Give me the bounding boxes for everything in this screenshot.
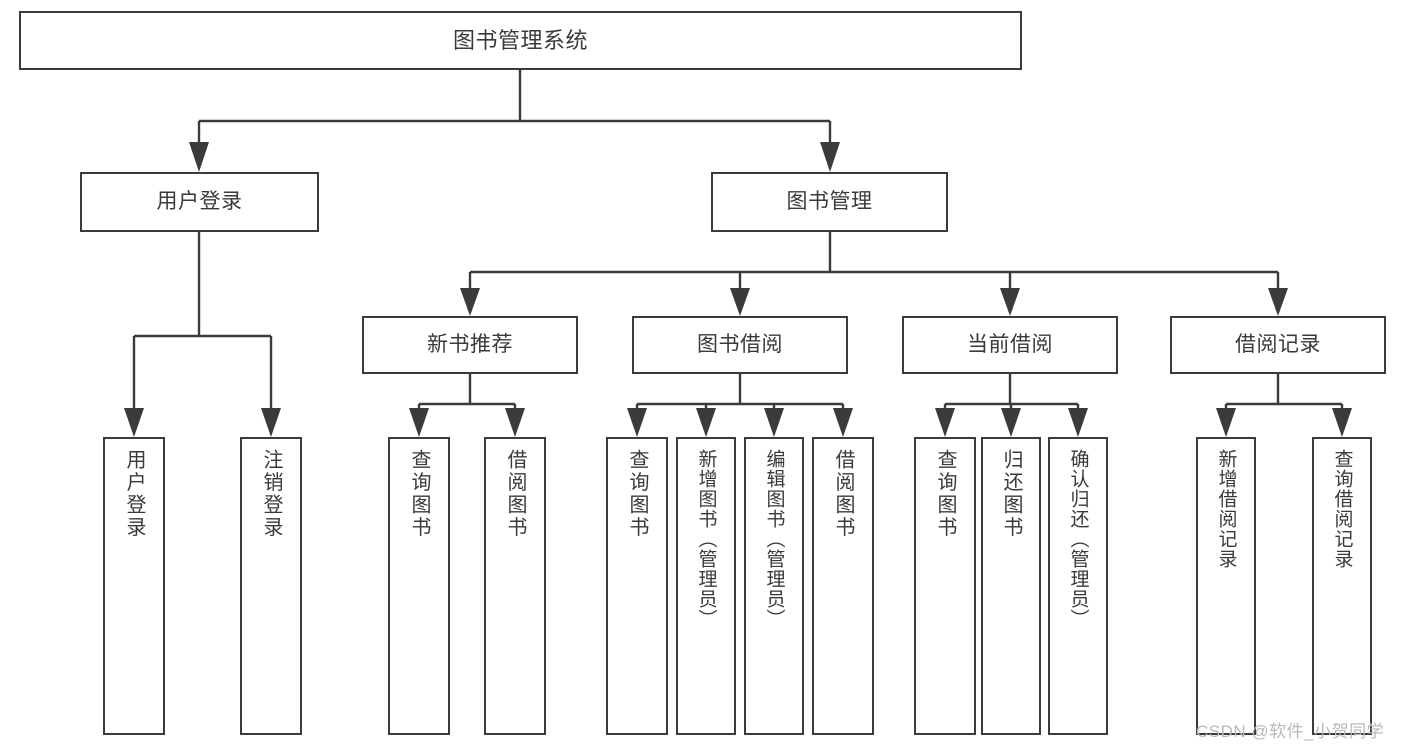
leaf-borrow-book[interactable]: 借阅图书 — [812, 437, 874, 735]
node-label: 新书推荐 — [427, 332, 513, 356]
csdn-watermark: CSDN @软件_小贺同学 — [1196, 722, 1385, 741]
node-label: 用户登录 — [156, 189, 243, 213]
leaf-edit-book[interactable]: 编辑图书（管理员） — [744, 437, 804, 735]
node-label: 图书管理系统 — [452, 27, 588, 53]
node-book-borrow[interactable]: 图书借阅 — [632, 316, 848, 374]
leaf-query-book-current[interactable]: 查询图书 — [914, 437, 976, 735]
leaf-add-book[interactable]: 新增图书（管理员） — [676, 437, 736, 735]
node-user-login[interactable]: 用户登录 — [80, 172, 319, 232]
node-label: 查询图书 — [408, 449, 430, 539]
node-label: 归还图书 — [1000, 449, 1022, 539]
node-label: 用户登录 — [123, 449, 145, 539]
node-label: 借阅图书 — [504, 449, 526, 539]
node-root-system[interactable]: 图书管理系统 — [19, 11, 1022, 70]
leaf-add-borrow-record[interactable]: 新增借阅记录 — [1196, 437, 1256, 735]
leaf-query-borrow-record[interactable]: 查询借阅记录 — [1312, 437, 1372, 735]
node-label: 确认归还（管理员） — [1067, 449, 1089, 629]
leaf-user-login[interactable]: 用户登录 — [103, 437, 165, 735]
leaf-query-book-borrow[interactable]: 查询图书 — [606, 437, 668, 735]
node-label: 借阅记录 — [1235, 332, 1321, 356]
node-label: 新增图书（管理员） — [695, 449, 717, 629]
node-book-manage[interactable]: 图书管理 — [711, 172, 948, 232]
node-label: 查询借阅记录 — [1331, 449, 1353, 569]
node-label: 借阅图书 — [832, 449, 854, 539]
node-label: 查询图书 — [934, 449, 956, 539]
leaf-borrow-book-recommend[interactable]: 借阅图书 — [484, 437, 546, 735]
node-new-book-recommend[interactable]: 新书推荐 — [362, 316, 578, 374]
leaf-return-book[interactable]: 归还图书 — [981, 437, 1041, 735]
node-label: 当前借阅 — [967, 332, 1053, 356]
node-label: 图书借阅 — [697, 332, 783, 356]
node-label: 新增借阅记录 — [1215, 449, 1237, 569]
leaf-logout-login[interactable]: 注销登录 — [240, 437, 302, 735]
leaf-query-book-recommend[interactable]: 查询图书 — [388, 437, 450, 735]
node-borrow-record[interactable]: 借阅记录 — [1170, 316, 1386, 374]
node-label: 图书管理 — [786, 189, 873, 213]
node-label: 注销登录 — [260, 449, 282, 539]
node-label: 编辑图书（管理员） — [763, 449, 785, 629]
leaf-confirm-return[interactable]: 确认归还（管理员） — [1048, 437, 1108, 735]
node-label: 查询图书 — [626, 449, 648, 539]
node-current-borrow[interactable]: 当前借阅 — [902, 316, 1118, 374]
